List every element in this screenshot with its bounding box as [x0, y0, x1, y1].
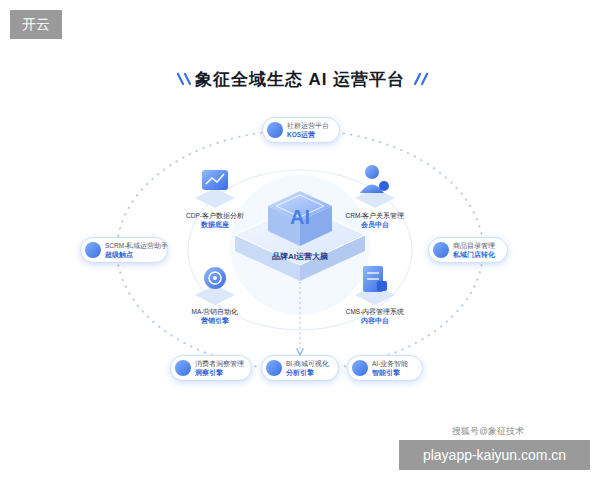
watermark-box: [399, 440, 590, 470]
cms-icon: [355, 266, 395, 305]
module-pill: 消费者洞察管理洞察引擎: [170, 355, 252, 381]
node-subtitle: 洞察引擎: [195, 368, 247, 377]
node-title: CRM-客户关系管理: [330, 211, 420, 220]
node-title: AI-业务智能: [372, 359, 418, 368]
glow: [230, 175, 370, 315]
connector: [299, 282, 300, 355]
node-subtitle: 分析引擎: [286, 368, 334, 377]
node-title: 商品目录管理: [453, 241, 503, 250]
node-subtitle: 智能引擎: [372, 368, 418, 377]
module-pill: BI-商城可视化分析引擎: [261, 355, 339, 381]
node-title: BI-商城可视化: [286, 359, 334, 368]
node-title: 社群运营平台: [287, 121, 335, 130]
module-pill: 商品目录管理私域门店转化: [428, 237, 508, 263]
module-pill: SCRM-私域运营助手超级触点: [80, 237, 168, 263]
node-title: SCRM-私域运营助手: [105, 241, 163, 250]
module-node: CMS-内容管理系统内容中台: [330, 307, 420, 327]
node-subtitle: 会员中台: [330, 220, 420, 229]
diagram-title: 象征全域生态 AI 运营平台: [0, 68, 600, 91]
node-subtitle: 私域门店转化: [453, 250, 503, 259]
cdp-icon: [195, 170, 235, 208]
node-title: CDP-客户数据分析: [170, 211, 260, 220]
ai-cube: [268, 191, 332, 246]
node-title: CMS-内容管理系统: [330, 307, 420, 316]
cube-label: AI: [270, 204, 330, 230]
watermark: 开云: [10, 10, 62, 39]
ma-icon: [195, 267, 235, 305]
module-pill: AI-业务智能智能引擎: [347, 355, 423, 381]
node-subtitle: 内容中台: [330, 316, 420, 325]
node-subtitle: 营销引擎: [170, 316, 260, 325]
inner-ring: [188, 170, 412, 330]
module-node: MA-营销自动化营销引擎: [170, 307, 260, 327]
module-pill: 社群运营平台KOS运营: [262, 117, 340, 143]
watermark-box: [10, 10, 62, 39]
source-credit: 搜狐号@象征技术: [440, 424, 536, 438]
watermark-url: playapp-kaiyun.com.cn: [399, 440, 590, 470]
node-title: 消费者洞察管理: [195, 359, 247, 368]
node-subtitle: KOS运营: [287, 130, 335, 139]
crm-icon: [355, 165, 395, 208]
platform: [235, 205, 365, 281]
node-title: 品牌AI运营大脑: [272, 251, 328, 262]
core-node: 品牌AI运营大脑: [235, 190, 365, 282]
module-node: CRM-客户关系管理会员中台: [330, 211, 420, 231]
node-subtitle: 超级触点: [105, 250, 163, 259]
node-subtitle: 数据底座: [170, 220, 260, 229]
node-title: MA-营销自动化: [170, 307, 260, 316]
module-node: CDP-客户数据分析数据底座: [170, 211, 260, 231]
